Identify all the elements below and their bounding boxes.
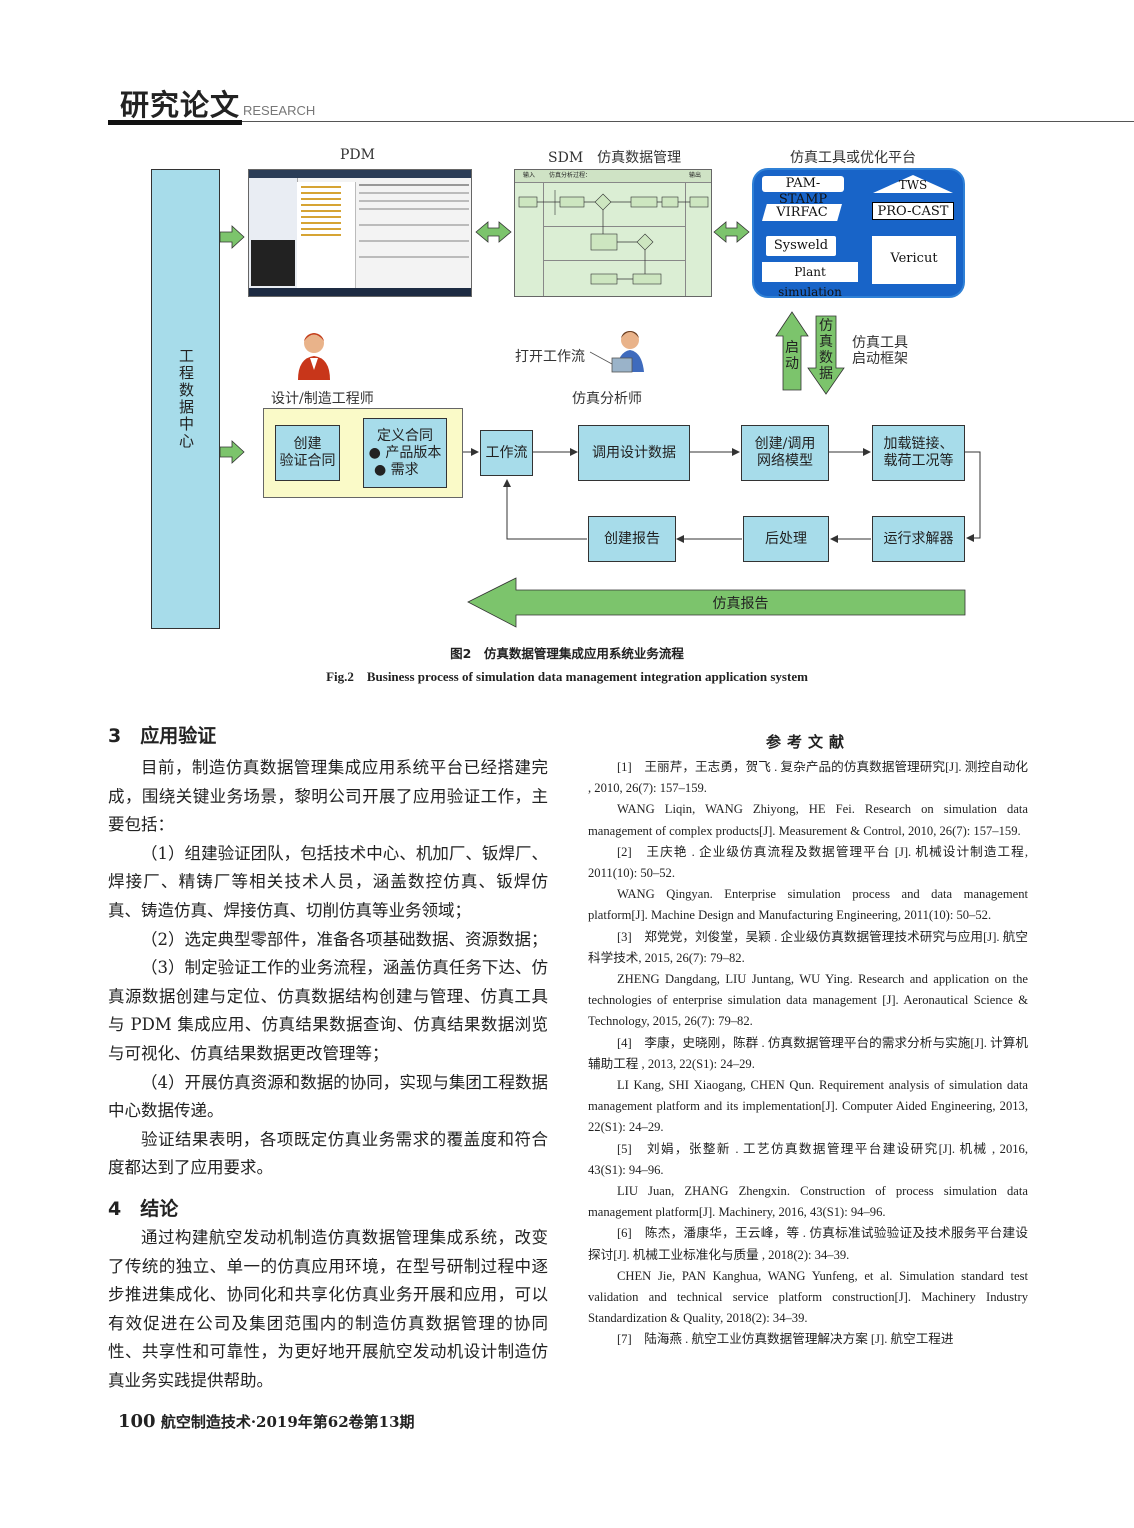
run-solver-box: 运行求解器 bbox=[872, 516, 965, 562]
tool-pro-cast: PRO-CAST bbox=[872, 202, 954, 220]
references-list: [1] 王丽芹，王志勇，贺飞 . 复杂产品的仿真数据管理研究[J]. 测控自动化… bbox=[588, 757, 1028, 1351]
paragraph: 验证结果表明，各项既定仿真业务需求的覆盖度和符合度都达到了应用要求。 bbox=[108, 1129, 548, 1178]
tool-tws: TWS bbox=[872, 174, 954, 194]
tools-label: 仿真工具或优化平台 bbox=[790, 150, 916, 166]
journal-column-subtitle: RESEARCH bbox=[243, 103, 316, 118]
sim-report-arrow bbox=[467, 577, 966, 628]
sim-report-label: 仿真报告 bbox=[712, 596, 769, 612]
reference-item: CHEN Jie, PAN Kanghua, WANG Yunfeng, et … bbox=[588, 1268, 1028, 1326]
page-footer: 100 航空制造技术·2019年第62卷第13期 bbox=[118, 1411, 415, 1432]
sdm-screenshot: 输入 仿真分析过程： 输出 bbox=[514, 169, 712, 297]
sim-data-arrow bbox=[807, 315, 845, 395]
reference-item: ZHENG Dangdang, LIU Juntang, WU Ying. Re… bbox=[588, 972, 1028, 1029]
tool-plant-simulation: Plant simulation bbox=[762, 262, 858, 299]
tool-pam-stamp: PAM-STAMP bbox=[762, 176, 844, 207]
header-rule-thick bbox=[108, 120, 242, 125]
paragraph: （3）制定验证工作的业务流程，涵盖仿真任务下达、仿真源数据创建与定位、仿真数据结… bbox=[108, 958, 548, 1063]
load-conditions-box: 加载链接、 载荷工况等 bbox=[872, 425, 965, 481]
create-report-box: 创建报告 bbox=[588, 516, 676, 562]
create-contract-box: 创建 验证合同 bbox=[275, 425, 340, 481]
create-mesh-box: 创建/调用 网络模型 bbox=[741, 425, 829, 481]
tool-framework-label: 仿真工具 启动框架 bbox=[852, 335, 908, 367]
engineering-data-center: 工程数据中心 bbox=[151, 169, 220, 629]
workflow-box: 工作流 bbox=[480, 430, 533, 476]
tool-sysweld: Sysweld bbox=[766, 236, 836, 256]
tool-virfac: VIRFAC bbox=[762, 204, 842, 221]
reference-item: LI Kang, SHI Xiaogang, CHEN Qun. Require… bbox=[588, 1078, 1028, 1135]
page-number: 100 bbox=[118, 1411, 156, 1432]
reference-item: [6] 陈杰，潘康华，王云峰，等 . 仿真标准试验验证及技术服务平台建设探讨[J… bbox=[588, 1226, 1028, 1262]
open-workflow-label: 打开工作流 bbox=[515, 349, 585, 365]
pdm-screenshot bbox=[248, 169, 472, 297]
launch-label: 启动 bbox=[785, 340, 799, 372]
engineering-data-center-label: 工程数据中心 bbox=[177, 348, 195, 450]
designer-person-icon bbox=[296, 330, 332, 382]
call-design-data-box: 调用设计数据 bbox=[578, 425, 690, 481]
reference-item: WANG Qingyan. Enterprise simulation proc… bbox=[588, 887, 1028, 923]
reference-item: [4] 李康，史晓刚，陈群 . 仿真数据管理平台的需求分析与实施[J]. 计算机… bbox=[588, 1035, 1028, 1071]
reference-item: [2] 王庆艳 . 企业级仿真流程及数据管理平台 [J]. 机械设计制造工程, … bbox=[588, 844, 1028, 881]
analyst-label: 仿真分析师 bbox=[572, 391, 642, 407]
reference-item: [5] 刘娟，张整新 . 工艺仿真数据管理平台建设研究[J]. 机械 , 201… bbox=[588, 1141, 1028, 1177]
sim-data-label: 仿真数据 bbox=[819, 318, 833, 382]
arrow-sdm-tools bbox=[713, 221, 750, 243]
arrow-pdm-sdm bbox=[475, 221, 512, 243]
paragraph: （1）组建验证团队，包括技术中心、机加厂、钣焊厂、焊接厂、精铸厂等相关技术人员，… bbox=[108, 843, 548, 920]
reference-item: [1] 王丽芹，王志勇，贺飞 . 复杂产品的仿真数据管理研究[J]. 测控自动化… bbox=[588, 760, 1028, 796]
paragraph: （2）选定典型零部件，准备各项基础数据、资源数据； bbox=[141, 929, 548, 949]
define-contract-box: 定义合同 ● 产品版本 ● 需求 bbox=[363, 418, 447, 488]
arrow-center-to-flow bbox=[219, 440, 245, 464]
reference-item: WANG Liqin, WANG Zhiyong, HE Fei. Resear… bbox=[588, 802, 1028, 838]
tool-vericut: Vericut bbox=[872, 236, 956, 284]
post-processing-box: 后处理 bbox=[743, 516, 829, 562]
section-3-heading: 3 应用验证 bbox=[108, 725, 217, 747]
figure-caption-en: Fig.2 Business process of simulation dat… bbox=[326, 669, 808, 684]
journal-column-title: 研究论文 bbox=[120, 88, 241, 122]
figure-caption-zh: 图2 仿真数据管理集成应用系统业务流程 bbox=[450, 646, 684, 661]
journal-name: 航空制造技术·2019年第62卷第13期 bbox=[160, 1413, 415, 1431]
analyst-person-icon bbox=[610, 328, 646, 374]
header-rule-thin bbox=[242, 121, 1134, 122]
reference-item: [3] 郑党党，刘俊堂，吴颖 . 企业级仿真数据管理技术研究与应用[J]. 航空… bbox=[588, 929, 1028, 965]
arrow-center-to-pdm bbox=[219, 225, 245, 249]
references-heading: 参考文献 bbox=[765, 733, 850, 751]
paragraph: 目前，制造仿真数据管理集成应用系统平台已经搭建完成，围绕关键业务场景，黎明公司开… bbox=[108, 758, 548, 835]
pdm-label: PDM bbox=[340, 147, 375, 163]
reference-item: LIU Juan, ZHANG Zhengxin. Construction o… bbox=[588, 1184, 1028, 1220]
paragraph: （4）开展仿真资源和数据的协同，实现与集团工程数据中心数据传递。 bbox=[108, 1072, 548, 1121]
sdm-label: SDM 仿真数据管理 bbox=[548, 150, 682, 166]
figure-connectors bbox=[219, 221, 981, 628]
designer-label: 设计/制造工程师 bbox=[271, 391, 374, 407]
section-4-body: 通过构建航空发动机制造仿真数据管理集成系统，改变了传统的独立、单一的仿真应用环境… bbox=[108, 1224, 548, 1396]
section-4-heading: 4 结论 bbox=[108, 1198, 179, 1220]
reference-item: [7] 陆海燕 . 航空工业仿真数据管理解决方案 [J]. 航空工程进 bbox=[616, 1332, 954, 1347]
section-3-body: 目前，制造仿真数据管理集成应用系统平台已经搭建完成，围绕关键业务场景，黎明公司开… bbox=[108, 754, 548, 1183]
launch-arrow bbox=[775, 311, 809, 391]
paragraph: 通过构建航空发动机制造仿真数据管理集成系统，改变了传统的独立、单一的仿真应用环境… bbox=[108, 1228, 548, 1390]
